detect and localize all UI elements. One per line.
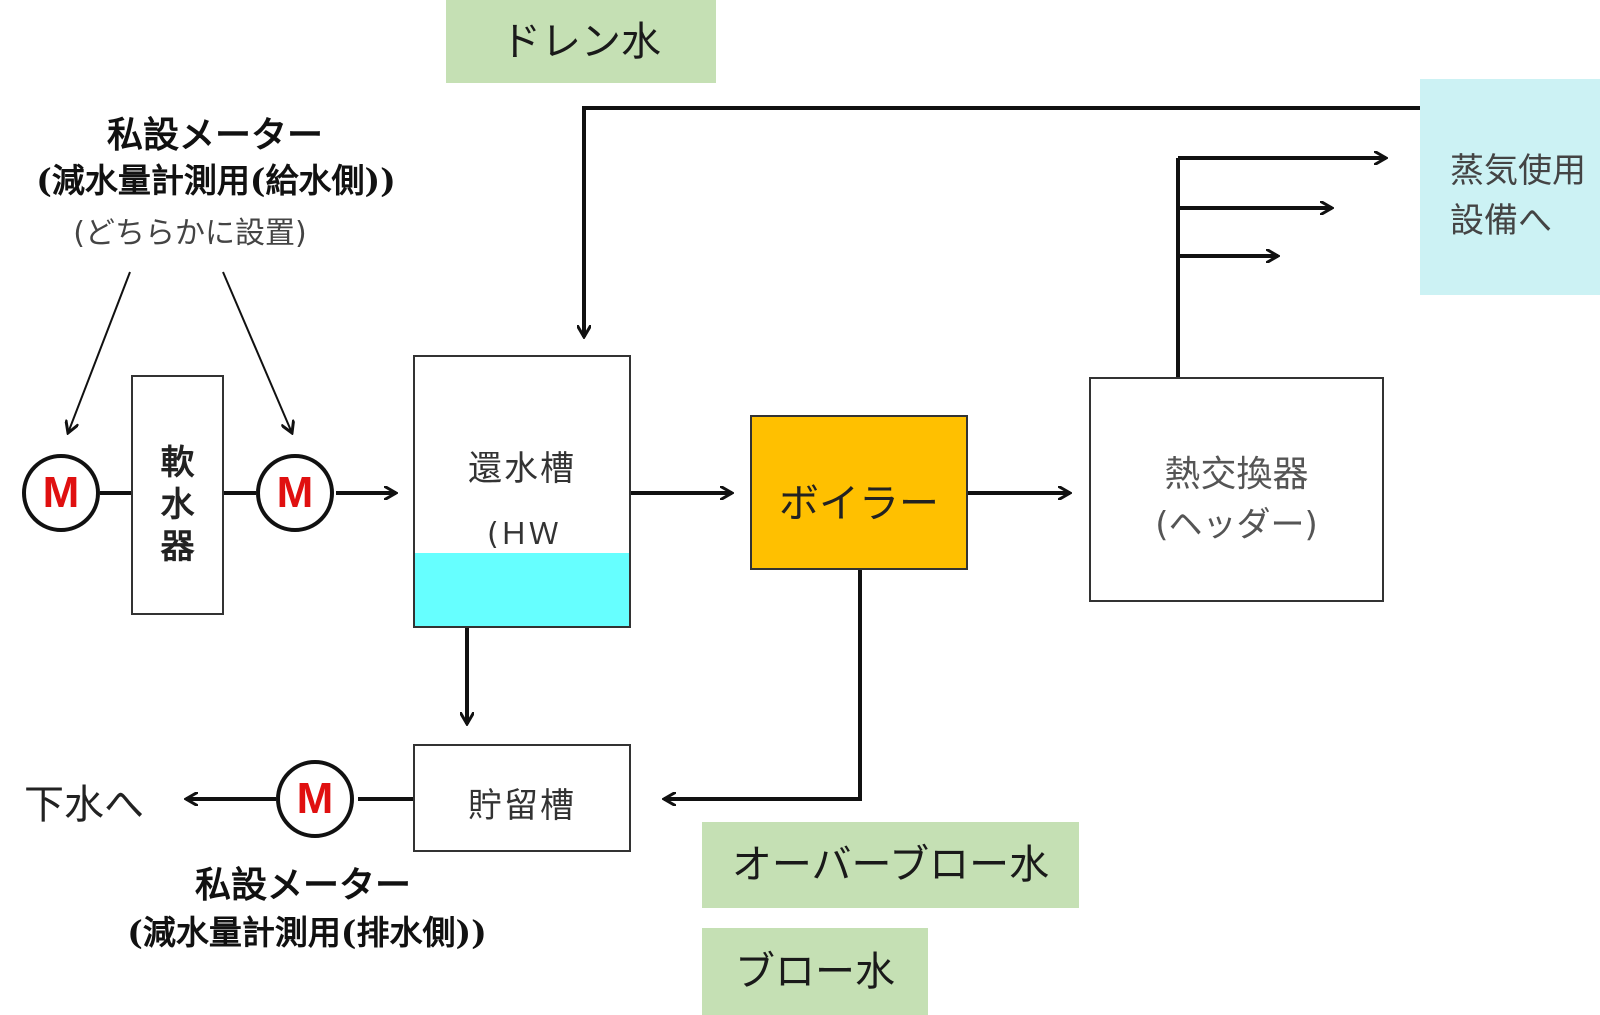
- blow-water-tag: ブロー水: [702, 928, 928, 1015]
- boiler: ボイラー: [750, 415, 968, 570]
- sewer-label: 下水へ: [24, 782, 144, 828]
- pipe-blowdown: [664, 570, 862, 799]
- hot-well-label: 還水槽: [468, 449, 576, 489]
- meter-symbol: M: [42, 468, 80, 517]
- overflow-water-label: オーバーブロー水: [731, 842, 1050, 888]
- hot-well-water-level: [415, 553, 629, 626]
- steam-equipment-line1: 蒸気使用: [1450, 151, 1586, 191]
- overflow-water-tag: オーバーブロー水: [702, 822, 1079, 908]
- softener-char-1: 軟: [160, 443, 195, 483]
- feed-meter-note: (どちらかに設置): [73, 216, 307, 251]
- heat-exchanger-label: 熱交換器: [1164, 454, 1309, 495]
- boiler-label: ボイラー: [779, 481, 939, 527]
- steam-equipment-line2: 設備へ: [1450, 201, 1552, 241]
- softener-char-2: 水: [160, 485, 195, 525]
- drain-meter: M: [276, 760, 354, 838]
- pipe-drain-return: [584, 106, 1420, 337]
- water-softener: 軟 水 器: [131, 375, 224, 615]
- drain-water-tag: ドレン水: [446, 0, 716, 83]
- feed-meter-after-softener: M: [256, 454, 334, 532]
- hot-well-abbr: (ＨＷ: [487, 517, 559, 552]
- drain-meter-title: 私設メーター: [194, 864, 411, 906]
- steam-equipment-box: 蒸気使用 設備へ: [1420, 79, 1600, 295]
- heat-exchanger-sub: (ヘッダー): [1155, 505, 1318, 545]
- feed-meter-subtitle: (減水量計測用(給水側)): [36, 161, 396, 200]
- storage-tank-label: 貯留槽: [468, 786, 576, 826]
- hot-well-tank: 還水槽 (ＨＷ: [413, 355, 631, 628]
- meter-symbol: M: [296, 774, 334, 823]
- drain-meter-subtitle: (減水量計測用(排水側)): [127, 913, 487, 952]
- meter-symbol: M: [276, 468, 314, 517]
- softener-char-3: 器: [160, 527, 195, 567]
- heat-exchanger: 熱交換器 (ヘッダー): [1089, 377, 1384, 602]
- drain-water-label: ドレン水: [501, 18, 661, 65]
- blow-water-label: ブロー水: [735, 948, 895, 995]
- feed-meter-before-softener: M: [22, 454, 100, 532]
- pointer-to-meter1: [68, 271, 131, 433]
- feed-meter-title: 私設メーター: [106, 114, 323, 156]
- pointer-to-meter2: [222, 271, 292, 433]
- storage-tank: 貯留槽: [413, 744, 631, 852]
